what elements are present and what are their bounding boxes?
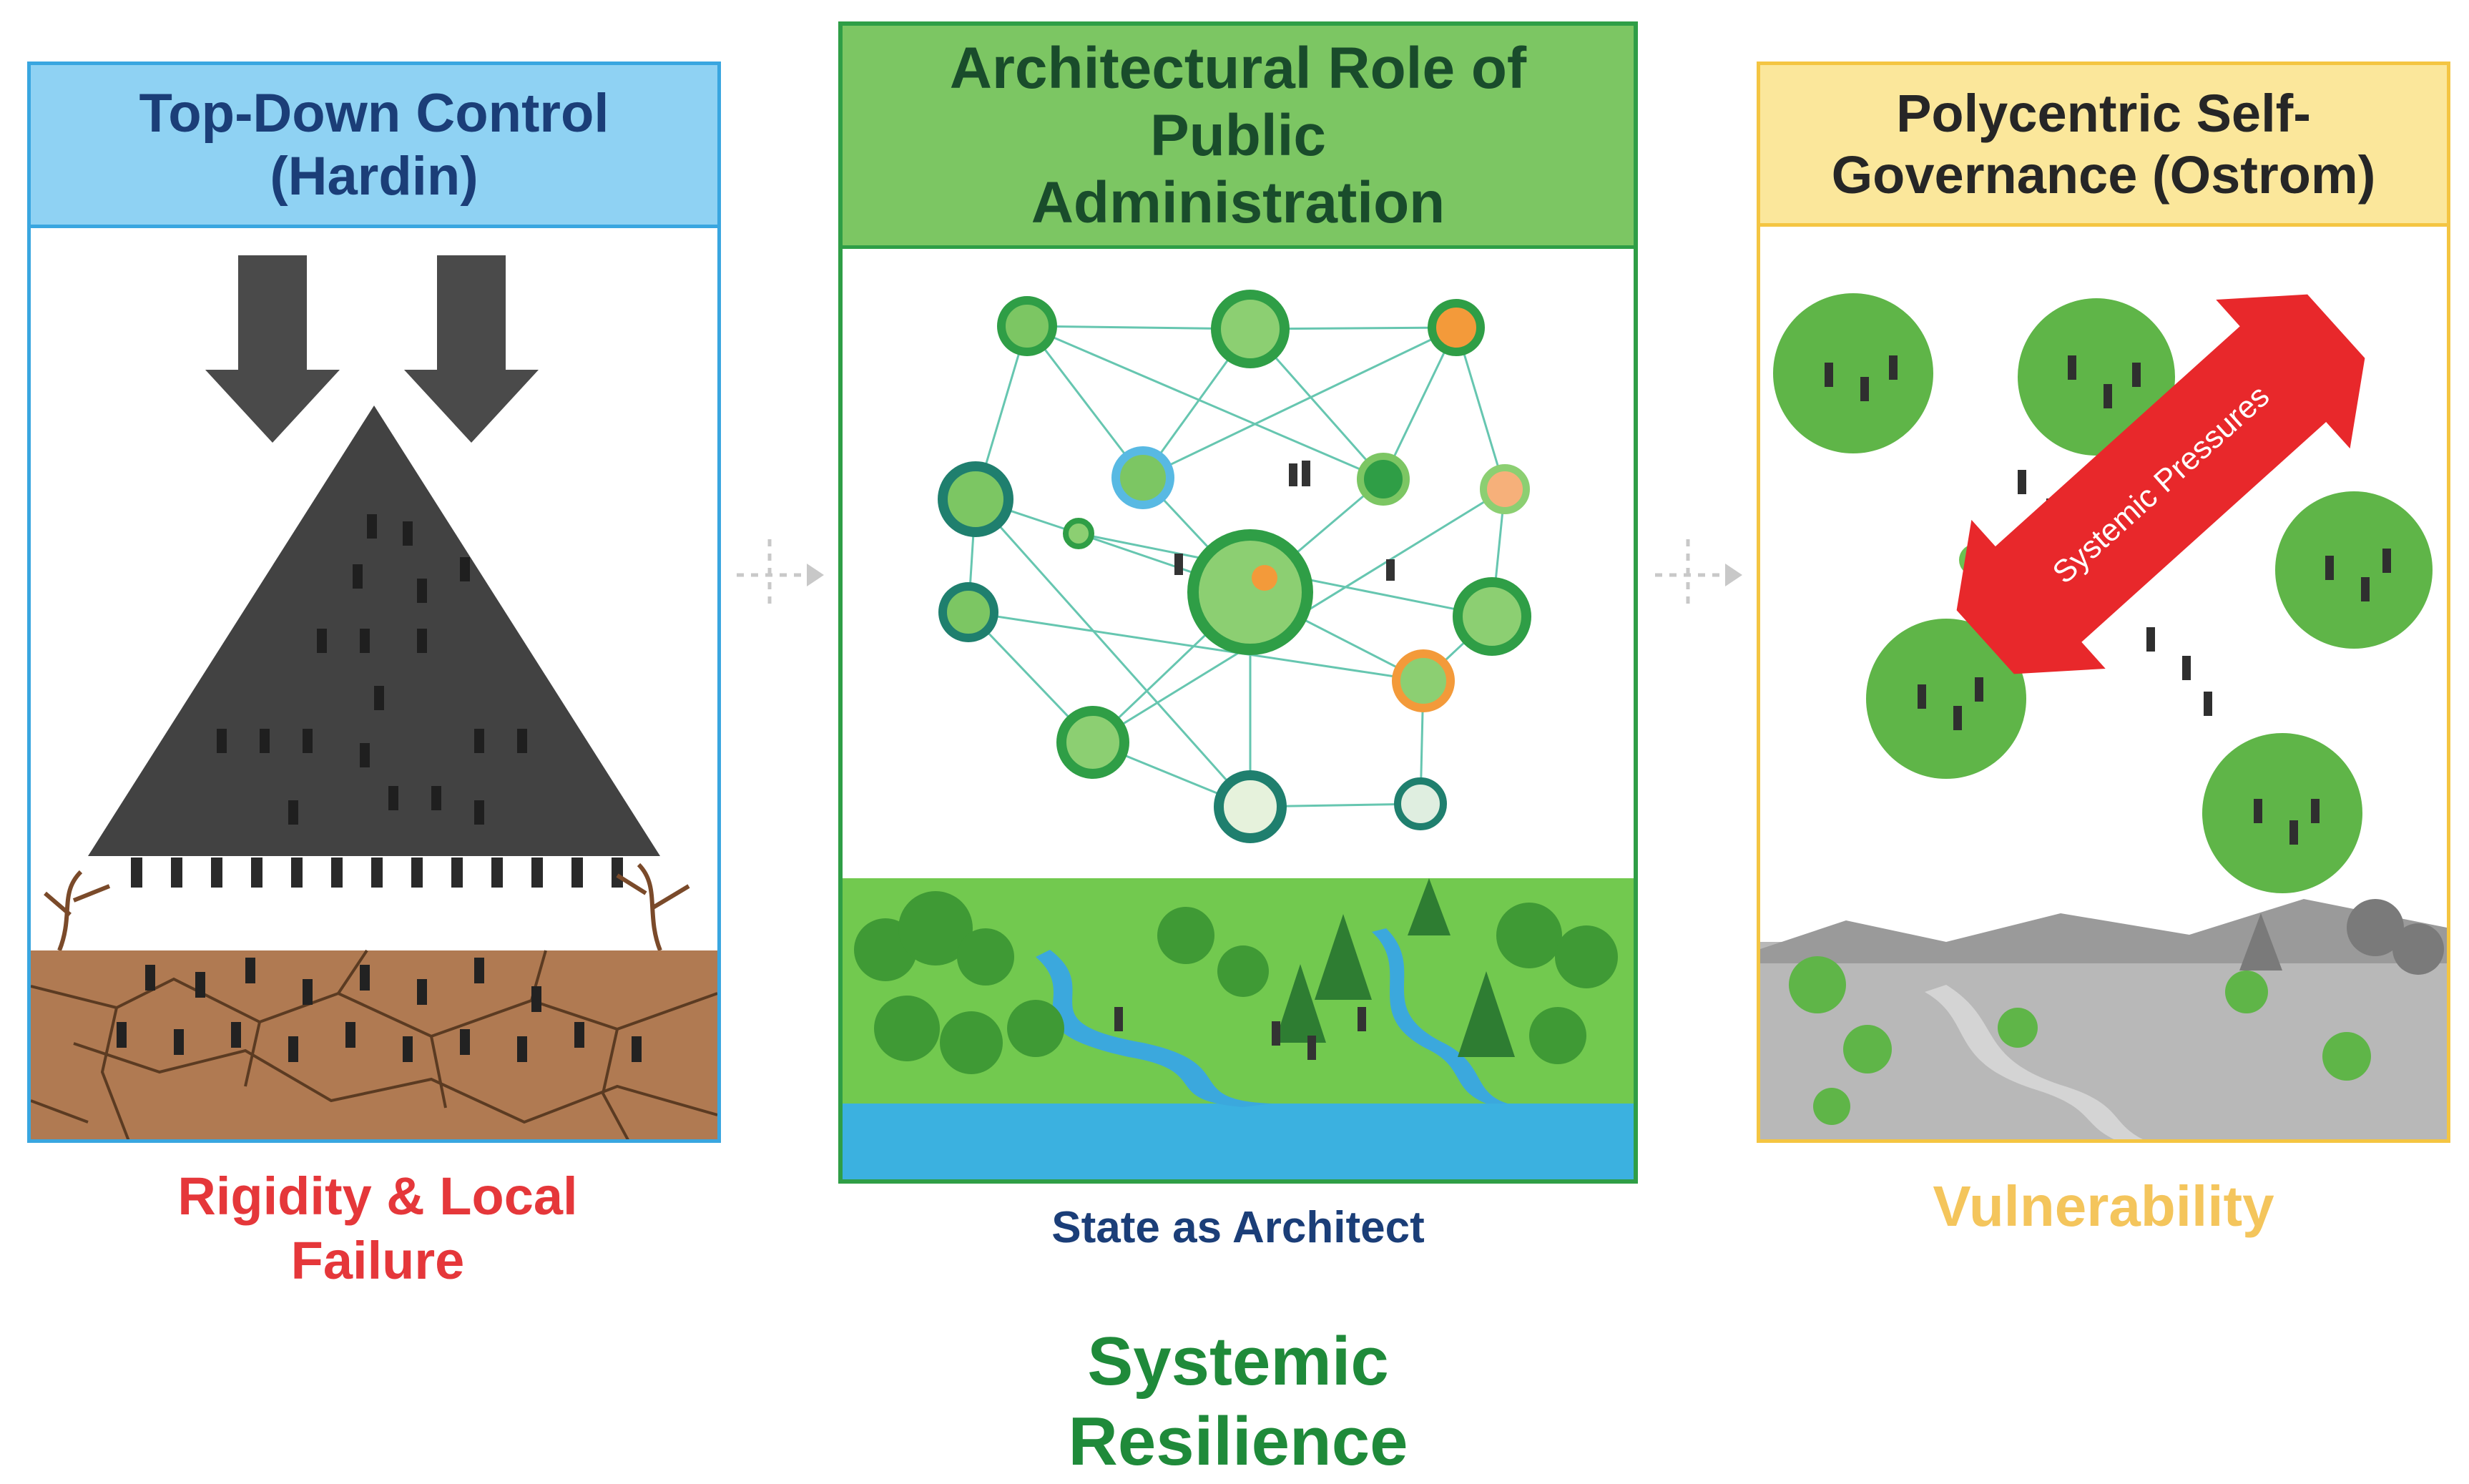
degraded-landscape (1760, 899, 2447, 1139)
community-circles (1773, 293, 2433, 893)
people-row (131, 858, 623, 888)
down-arrow-icon (205, 255, 539, 443)
people-figures (1174, 461, 1395, 581)
polycentric-illustration: Systemic Pressures (1760, 227, 2447, 1139)
panel-architectural-role: Architectural Role of Public Administrat… (838, 21, 1638, 1184)
hierarchy-illustration (31, 228, 717, 1139)
caption-vulnerability: Vulnerability (1933, 1174, 2274, 1238)
panel-top-down-control: Top-Down Control (Hardin) (27, 62, 721, 1143)
systemic-pressures-arrow (1956, 294, 2365, 674)
panel-title-architect: Architectural Role of Public Administrat… (843, 26, 1634, 249)
landscape (843, 878, 1634, 1179)
panel-title-ostrom: Polycentric Self- Governance (Ostrom) (1760, 65, 2447, 227)
panel-title-hardin: Top-Down Control (Hardin) (31, 65, 717, 228)
caption-state-as-architect: State as Architect (1051, 1203, 1425, 1252)
panel-polycentric-governance: Polycentric Self- Governance (Ostrom) Sy… (1757, 62, 2450, 1143)
network-nodes (938, 290, 1531, 843)
river (1036, 950, 1272, 1107)
connector-arrow-icon (1655, 539, 1742, 611)
people-figures (217, 514, 527, 825)
network-illustration (843, 249, 1634, 1179)
people-on-ground (117, 958, 642, 1062)
caption-rigidity-failure: Rigidity & Local Failure (177, 1166, 578, 1290)
dead-branch-icon (44, 863, 690, 952)
caption-systemic-resilience: Systemic Resilience (1068, 1323, 1408, 1480)
connector-arrow-icon (737, 539, 824, 611)
